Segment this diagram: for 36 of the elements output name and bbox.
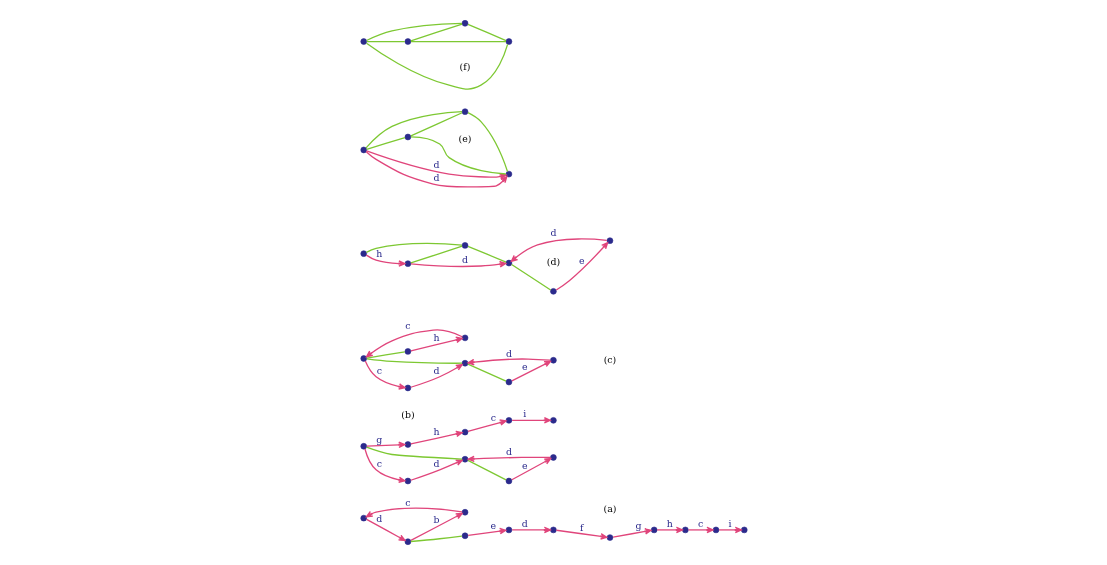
edge-label: e [521, 361, 528, 373]
label: (d) [546, 256, 560, 268]
edge-label: d [375, 513, 382, 525]
edge-label: c [376, 364, 382, 376]
edge-label: g [635, 520, 642, 532]
edge-label: d [505, 445, 512, 457]
label: (a) [602, 502, 616, 514]
edge-label: g [375, 433, 382, 445]
edge-label: d [461, 253, 468, 265]
edge-label: d [505, 347, 512, 359]
edge-label: i [522, 408, 526, 420]
edge-label: c [376, 457, 382, 469]
edge-label: e [578, 255, 584, 267]
edge-label: c [490, 411, 496, 423]
edge-label: d [432, 172, 439, 184]
edge-label: d [432, 457, 439, 469]
edge-label: h [666, 517, 673, 529]
edge-label: d [432, 159, 439, 171]
edge-label: h [375, 248, 382, 260]
edge-label: i [728, 517, 732, 529]
edge-label: h [432, 332, 440, 344]
label: (f) [459, 60, 470, 72]
edge-label: d [521, 517, 528, 529]
edge-label: c [404, 496, 411, 508]
edge-label: f [579, 521, 583, 533]
edge-label: b [432, 514, 439, 526]
label: (c) [603, 353, 616, 365]
edge-label: d [432, 364, 439, 376]
edge-label: d [549, 227, 556, 239]
edge-label: c [404, 319, 411, 331]
edge-label: e [490, 519, 496, 531]
label: (b) [400, 409, 415, 421]
label: (e) [458, 133, 471, 145]
edge-label: h [432, 425, 440, 437]
edge-label: e [521, 459, 528, 471]
edge-label: c [697, 517, 703, 529]
